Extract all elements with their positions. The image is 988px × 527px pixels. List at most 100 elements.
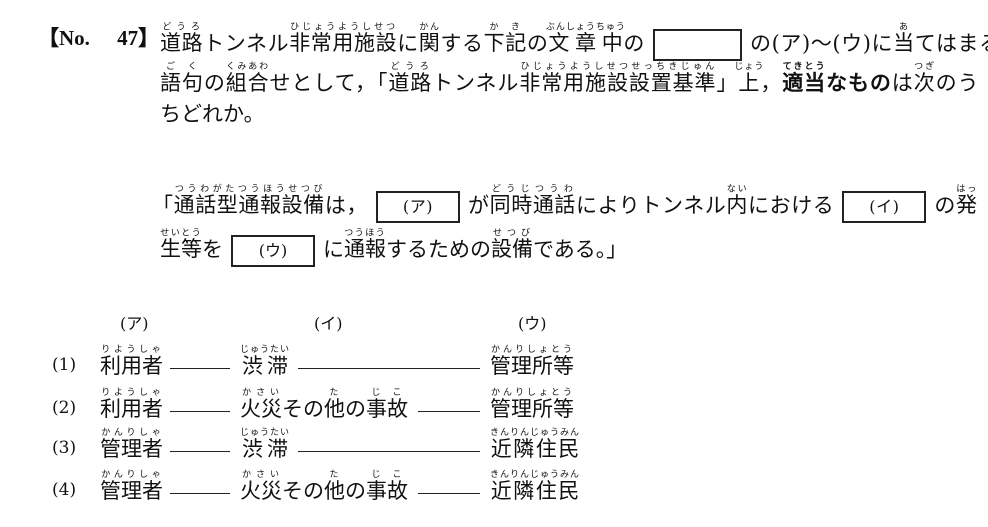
ruby-base: 近隣住民 — [490, 479, 581, 503]
ruby-base: 内 — [726, 193, 748, 217]
option-col-u: 管理所等かんりしょとう — [490, 345, 574, 380]
ruby-word: 管理所等かんりしょとう — [490, 345, 574, 378]
text-span: の(ア)～(ウ)に — [749, 31, 894, 55]
option-col-a: 管理者かんりしゃ — [100, 470, 163, 505]
text-span: する — [440, 31, 484, 55]
ruby-base: 生等 — [160, 237, 202, 261]
text-span: トンネル — [432, 71, 520, 95]
ruby-word: 事故じこ — [366, 388, 408, 421]
connector-line — [298, 451, 480, 452]
ruby-reading: てきとう — [782, 62, 827, 72]
option-col-u: 管理所等かんりしょとう — [490, 388, 574, 423]
ruby-reading: せつび — [491, 228, 533, 238]
column-header-u: (ウ) — [518, 314, 547, 333]
ruby-base: 適当 — [782, 70, 827, 95]
option-col-i: 渋滞じゅうたい — [240, 345, 290, 380]
ruby-reading: ない — [726, 184, 748, 194]
ruby-reading: きんりんじゅうみん — [490, 428, 581, 438]
ruby-base: 非常用施設設置基準 — [519, 71, 717, 95]
ruby-base: 渋滞 — [240, 354, 291, 378]
ruby-base: 近隣住民 — [490, 437, 581, 461]
text-span: するための — [386, 237, 491, 261]
ruby-base: 利用者 — [100, 354, 163, 378]
text-span: ， — [760, 71, 783, 95]
text-span: せとして，「 — [269, 71, 389, 95]
ruby-reading: つぎ — [913, 62, 936, 72]
ruby-base: 火災 — [240, 397, 282, 421]
ruby-base: 次 — [913, 71, 936, 95]
ruby-reading: りようしゃ — [100, 345, 163, 355]
ruby-base: 他 — [324, 479, 345, 503]
column-header-a: (ア) — [120, 314, 149, 333]
text-span: なもの — [826, 70, 892, 95]
ruby-word: 組合くみあわ — [225, 62, 270, 95]
text-span: てはまる — [914, 31, 988, 55]
ruby-reading: かんりしゃ — [100, 470, 163, 480]
option-col-i: 渋滞じゅうたい — [240, 428, 290, 463]
ruby-word: 管理者かんりしゃ — [100, 428, 163, 461]
ruby-word: 上じょう — [734, 62, 763, 95]
option-col-u: 近隣住民きんりんじゅうみん — [490, 470, 580, 505]
ruby-word: 非常用施設ひじょうようしせつ — [289, 22, 397, 55]
text-span: 」 — [716, 71, 739, 95]
text-span: に — [397, 31, 419, 55]
option-col-a: 利用者りようしゃ — [100, 345, 163, 380]
ruby-reading: た — [324, 470, 345, 480]
ruby-base: 火災 — [240, 479, 282, 503]
ruby-word: 他た — [324, 388, 345, 421]
ruby-reading: た — [324, 388, 345, 398]
option-number: (2) — [52, 398, 77, 418]
ruby-word: 道路どうろ — [160, 22, 203, 55]
ruby-base: 事故 — [366, 397, 408, 421]
ruby-reading: つうわがたつうほうせつび — [173, 184, 325, 194]
ruby-base: 文章中 — [545, 31, 626, 55]
ruby-base: 同時通話 — [489, 193, 577, 217]
option-col-i: 火災かさいその他たの事故じこ — [240, 388, 408, 423]
option-col-u: 近隣住民きんりんじゅうみん — [490, 428, 580, 463]
question-number-label: 【No. — [38, 26, 90, 50]
ruby-reading: はっ — [956, 184, 978, 194]
answer-blank-box: (イ) — [842, 190, 927, 223]
connector-line — [170, 411, 230, 412]
ruby-reading: かき — [483, 22, 527, 32]
ruby-base: 道路 — [388, 71, 433, 95]
text-span: の — [934, 193, 957, 217]
question-line-2: 語句ごくの組合くみあわせとして，「道路どうろトンネル非常用施設設置基準ひじょうよ… — [160, 62, 979, 95]
ruby-word: 発はっ — [956, 184, 978, 217]
ruby-base: 設備 — [491, 237, 533, 261]
ruby-word: 管理者かんりしゃ — [100, 470, 163, 503]
ruby-base: 発 — [956, 193, 978, 217]
ruby-base: 他 — [324, 397, 345, 421]
ruby-word: 通報つうほう — [344, 228, 386, 261]
text-span: は， — [324, 193, 369, 217]
text-span: は — [891, 71, 914, 95]
ruby-reading: せいとう — [160, 228, 202, 238]
ruby-reading: あ — [893, 22, 915, 32]
ruby-base: 関 — [418, 31, 441, 55]
ruby-reading: じゅうたい — [240, 428, 291, 438]
answer-blank-box: (ウ) — [231, 234, 315, 267]
ruby-word: 利用者りようしゃ — [100, 388, 163, 421]
ruby-reading: じこ — [366, 470, 408, 480]
option-col-a: 利用者りようしゃ — [100, 388, 163, 423]
question-number-value: 47】 — [117, 26, 160, 50]
column-header-i: (イ) — [314, 314, 343, 333]
ruby-base: 管理者 — [100, 479, 163, 503]
connector-line — [418, 493, 480, 494]
ruby-word: 近隣住民きんりんじゅうみん — [490, 428, 581, 461]
text-span: のう — [935, 71, 980, 95]
option-number: (3) — [52, 438, 77, 458]
passage-line-1: 「通話型通報設備つうわがたつうほうせつびは，(ア)が同時通話どうじつうわによりト… — [152, 184, 978, 223]
connector-line — [170, 451, 230, 452]
text-span: を — [202, 237, 223, 261]
text-span: トンネル — [203, 31, 290, 55]
ruby-word: 次つぎ — [913, 62, 936, 95]
ruby-word: 渋滞じゅうたい — [240, 345, 291, 378]
ruby-word: 他た — [324, 470, 345, 503]
ruby-word: 適当てきとう — [782, 62, 827, 95]
question-line-3: ちどれか。 — [160, 102, 265, 126]
option-col-i: 火災かさいその他たの事故じこ — [240, 470, 408, 505]
ruby-base: 組合 — [225, 71, 270, 95]
ruby-word: 利用者りようしゃ — [100, 345, 163, 378]
ruby-reading: かんりしょとう — [490, 345, 574, 355]
